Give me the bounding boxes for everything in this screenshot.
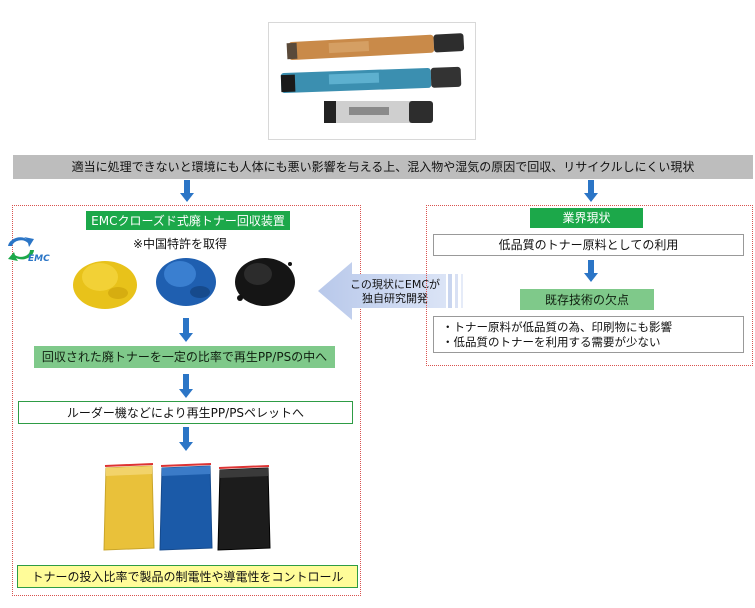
right-panel-title-text: 業界現状 bbox=[562, 211, 611, 225]
right-status-box: 低品質のトナー原料としての利用 bbox=[433, 234, 744, 256]
toner-cartridges-photo bbox=[268, 22, 476, 140]
black-toner-image bbox=[232, 252, 298, 310]
right-status-text: 低品質のトナー原料としての利用 bbox=[498, 238, 679, 252]
yellow-pellet-bag-image bbox=[100, 462, 158, 552]
middle-arrow-line1: この現状にEMCが bbox=[349, 277, 441, 291]
middle-arrow bbox=[318, 262, 466, 320]
patent-note: ※中国特許を取得 bbox=[133, 237, 228, 251]
right-defect-title-text: 既存技術の欠点 bbox=[544, 292, 629, 307]
arrow-left-top-icon bbox=[180, 180, 194, 202]
blue-toner-image bbox=[150, 250, 220, 310]
top-banner-text: 適当に処理できないと環境にも人体にも悪い影響を与える上、混入物や湿気の原因で回収… bbox=[71, 160, 695, 174]
arrow-right-top-icon bbox=[584, 180, 598, 202]
left-step-1-text: 回収された廃トナーを一定の比率で再生PP/PSの中へ bbox=[41, 350, 328, 364]
arrow-left-1-icon bbox=[179, 318, 193, 342]
defect-item-2: ・低品質のトナーを利用する需要が少ない bbox=[442, 334, 661, 349]
right-panel-title: 業界現状 bbox=[530, 208, 643, 228]
top-banner: 適当に処理できないと環境にも人体にも悪い影響を与える上、混入物や湿気の原因で回収… bbox=[13, 155, 753, 179]
black-pellet-bag-image bbox=[214, 464, 274, 552]
emc-logo bbox=[2, 234, 42, 266]
right-defect-box: ・トナー原料が低品質の為、印刷物にも影響 ・低品質のトナーを利用する需要が少ない bbox=[433, 316, 744, 353]
left-step-2: ルーダー機などにより再生PP/PSペレットへ bbox=[18, 401, 353, 424]
arrow-left-2-icon bbox=[179, 374, 193, 398]
arrow-right-1-icon bbox=[584, 260, 598, 282]
right-defect-title: 既存技術の欠点 bbox=[520, 289, 654, 310]
right-panel bbox=[426, 205, 753, 366]
yellow-toner-image bbox=[70, 253, 140, 311]
arrow-left-3-icon bbox=[179, 427, 193, 451]
defect-item-1: ・トナー原料が低品質の為、印刷物にも影響 bbox=[442, 320, 672, 334]
blue-pellet-bag-image bbox=[156, 462, 216, 552]
emc-logo-text: EMC bbox=[28, 254, 50, 264]
left-panel-title: EMCクローズド式廃トナー回収装置 bbox=[86, 211, 290, 230]
left-final-text: トナーの投入比率で製品の制電性や導電性をコントロール bbox=[31, 569, 344, 584]
left-step-1: 回収された廃トナーを一定の比率で再生PP/PSの中へ bbox=[34, 346, 335, 368]
left-final-box: トナーの投入比率で製品の制電性や導電性をコントロール bbox=[17, 565, 358, 588]
middle-arrow-text: この現状にEMCが 独自研究開発 bbox=[346, 274, 444, 308]
left-panel bbox=[12, 205, 361, 596]
left-step-2-text: ルーダー機などにより再生PP/PSペレットへ bbox=[66, 405, 305, 420]
middle-arrow-line2: 独自研究開発 bbox=[362, 291, 428, 305]
left-panel-title-text: EMCクローズド式廃トナー回収装置 bbox=[91, 213, 285, 228]
